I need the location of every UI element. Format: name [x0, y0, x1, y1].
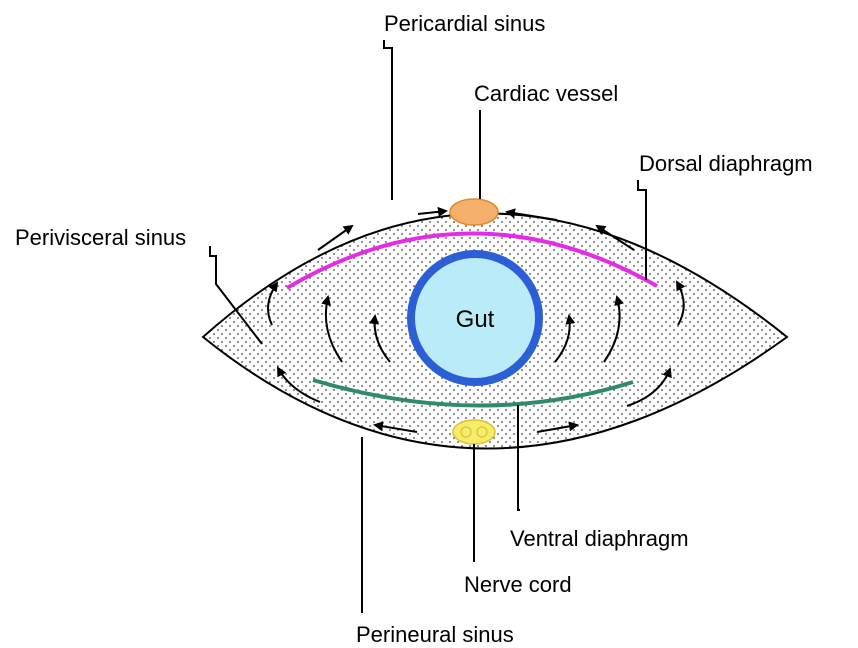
nerve-cord-label: Nerve cord [464, 572, 572, 597]
flow-arrow [418, 211, 446, 214]
cardiac-vessel [450, 199, 498, 225]
dorsal-diaphragm-label: Dorsal diaphragm [639, 151, 813, 176]
gut-label: Gut [456, 306, 495, 333]
pericardial-sinus-leader [384, 40, 392, 200]
pericardial-sinus-label: Pericardial sinus [384, 11, 545, 36]
nerve-cord [453, 420, 495, 444]
perineural-sinus-label: Perineural sinus [356, 622, 514, 647]
cardiac-vessel-label: Cardiac vessel [474, 81, 618, 106]
perivisceral-sinus-label: Perivisceral sinus [15, 225, 186, 250]
ventral-diaphragm-label: Ventral diaphragm [510, 526, 689, 551]
